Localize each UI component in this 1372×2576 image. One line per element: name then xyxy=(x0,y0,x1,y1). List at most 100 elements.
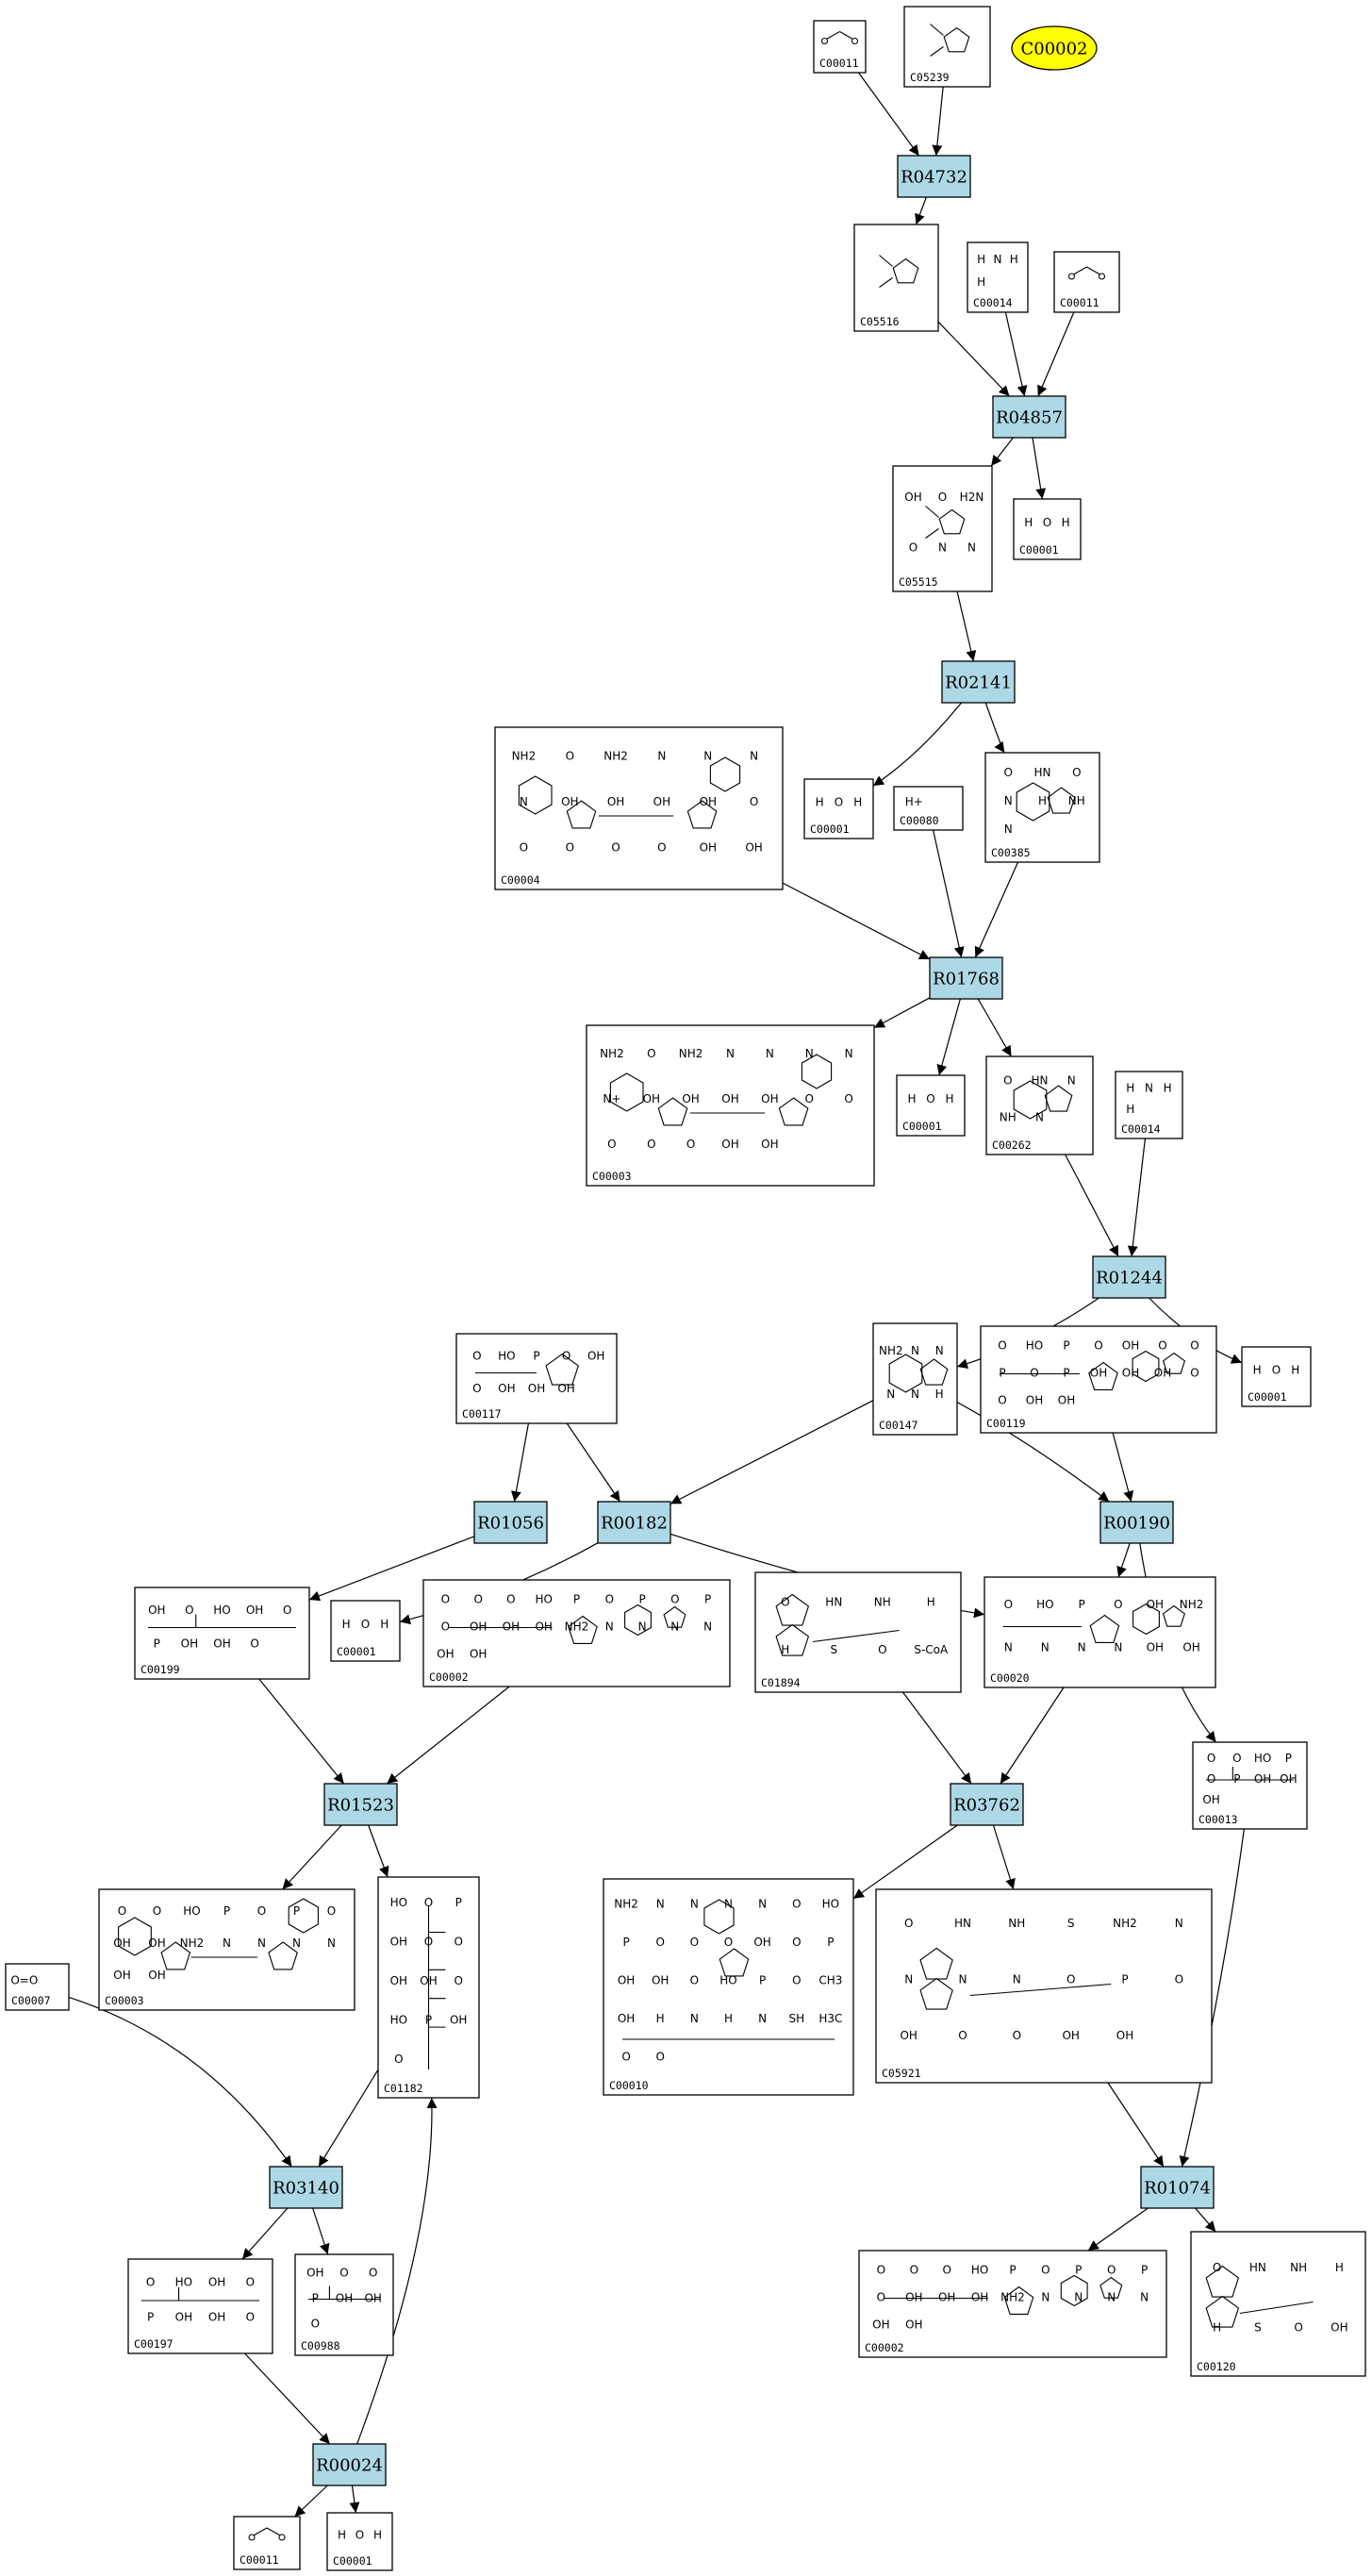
compound-box[interactable] xyxy=(803,778,874,839)
reaction-box[interactable] xyxy=(897,155,971,198)
reaction-box[interactable] xyxy=(941,660,1016,704)
reaction-box[interactable] xyxy=(1092,1255,1166,1299)
compound-box[interactable] xyxy=(586,1024,875,1187)
reaction-box[interactable] xyxy=(1140,2166,1215,2209)
atom-symbol: P xyxy=(827,1936,834,1949)
compound-node-aminoimidazole-carboxylic-acid[interactable]: C05516 xyxy=(853,224,939,332)
reaction-box[interactable] xyxy=(929,956,1003,1000)
compound-box[interactable] xyxy=(134,1587,310,1680)
compound-box[interactable] xyxy=(984,1576,1216,1688)
reaction-box[interactable] xyxy=(1099,1501,1174,1544)
atom-symbol: O xyxy=(804,1092,813,1105)
ring-bond xyxy=(1047,787,1076,814)
legend-compound-marker[interactable]: C00002 xyxy=(1011,25,1098,71)
compound-box[interactable] xyxy=(422,1579,731,1687)
compound-box[interactable] xyxy=(5,1963,70,2011)
reaction-node-r04732[interactable]: R04732 xyxy=(897,155,971,198)
compound-box[interactable] xyxy=(896,1074,966,1137)
compound-box[interactable] xyxy=(984,752,1100,863)
compound-box[interactable] xyxy=(294,2253,394,2356)
compound-node-proton[interactable]: H+C00080 xyxy=(893,786,964,831)
reaction-node-r01523[interactable]: R01523 xyxy=(323,1783,398,1826)
compound-box[interactable] xyxy=(1190,2231,1366,2377)
edge-R01056-to-c20 xyxy=(308,1536,475,1602)
reaction-box[interactable] xyxy=(597,1501,671,1544)
compound-box[interactable] xyxy=(858,2250,1167,2358)
reaction-node-r00190[interactable]: R00190 xyxy=(1099,1501,1174,1544)
compound-node-carbon-dioxide[interactable]: C00011 xyxy=(233,2516,301,2570)
compound-box[interactable] xyxy=(98,1888,355,2011)
compound-box[interactable] xyxy=(980,1325,1217,1434)
reaction-node-r04857[interactable]: R04857 xyxy=(992,395,1066,439)
reaction-box[interactable] xyxy=(269,2166,343,2209)
reaction-node-r02141[interactable]: R02141 xyxy=(941,660,1016,704)
compound-box[interactable] xyxy=(1192,1741,1308,1830)
legend-ellipse[interactable] xyxy=(1011,25,1098,71)
reaction-node-r00024[interactable]: R00024 xyxy=(312,2443,387,2486)
reaction-node-r03762[interactable]: R03762 xyxy=(950,1783,1024,1826)
reaction-node-r00182[interactable]: R00182 xyxy=(597,1501,671,1544)
compound-box[interactable] xyxy=(967,241,1029,313)
compound-node-carbon-dioxide[interactable]: C00011 xyxy=(1053,251,1120,313)
compound-box[interactable] xyxy=(326,2512,393,2571)
compound-box[interactable] xyxy=(330,1600,401,1662)
compound-box[interactable] xyxy=(1241,1346,1312,1407)
reaction-box[interactable] xyxy=(950,1783,1024,1826)
compound-box[interactable] xyxy=(455,1333,618,1424)
compound-box[interactable] xyxy=(127,2258,273,2354)
reaction-box[interactable] xyxy=(992,395,1066,439)
reaction-box[interactable] xyxy=(473,1501,548,1544)
compound-box[interactable] xyxy=(1053,251,1120,313)
compound-box[interactable] xyxy=(233,2516,301,2570)
reaction-box[interactable] xyxy=(312,2443,387,2486)
reaction-box[interactable] xyxy=(323,1783,398,1826)
compound-box[interactable] xyxy=(875,1888,1213,2084)
compound-box[interactable] xyxy=(754,1571,962,1693)
compound-box[interactable] xyxy=(1013,498,1082,560)
compound-box[interactable] xyxy=(1115,1071,1183,1139)
compound-box[interactable] xyxy=(603,1878,854,2096)
compound-box[interactable] xyxy=(985,1055,1094,1155)
compound-box[interactable] xyxy=(872,1322,958,1436)
compound-node-carbon-dioxide[interactable]: C00011 xyxy=(813,20,867,74)
compound-box[interactable] xyxy=(813,20,867,74)
compound-box[interactable] xyxy=(494,726,784,890)
compound-box[interactable] xyxy=(893,786,964,831)
reaction-node-r01768[interactable]: R01768 xyxy=(929,956,1003,1000)
reaction-node-r01074[interactable]: R01074 xyxy=(1140,2166,1215,2209)
reaction-node-r03140[interactable]: R03140 xyxy=(269,2166,343,2209)
reaction-node-r01056[interactable]: R01056 xyxy=(473,1501,548,1544)
reaction-node-r01244[interactable]: R01244 xyxy=(1092,1255,1166,1299)
compound-node-imidazole[interactable]: C05239 xyxy=(903,6,991,88)
